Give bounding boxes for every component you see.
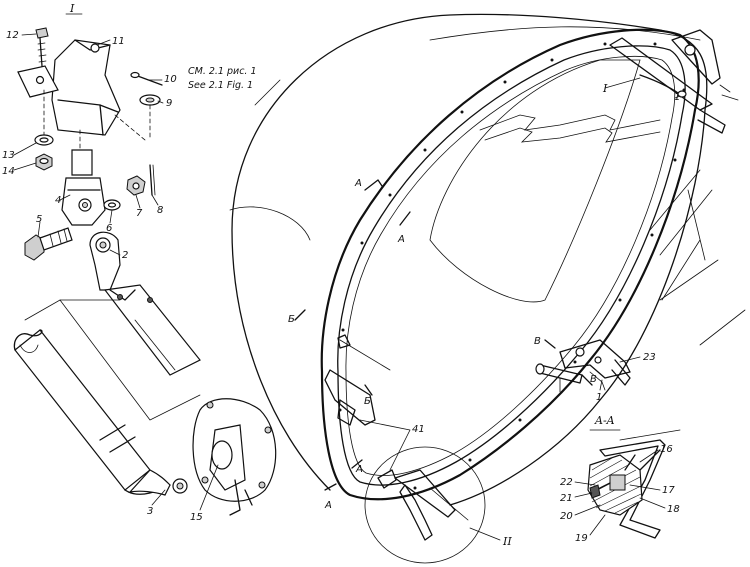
callout-41: 41 [412, 424, 425, 435]
section-mark-B-2: Б [364, 396, 371, 407]
canopy-shell [229, 13, 746, 506]
callout-8: 8 [157, 205, 163, 216]
callout-1-right: 1 [596, 392, 602, 403]
callout-21: 21 [560, 493, 573, 504]
detail-II-circle [364, 446, 486, 564]
section-A-A [587, 429, 681, 539]
callout-labels: I 12 11 10 9 13 14 4 5 6 7 8 2 3 15 СМ. … [2, 2, 680, 548]
section-mark-V-2: B [590, 374, 597, 385]
callout-4: 4 [55, 195, 61, 206]
section-mark-A-4: A [324, 500, 332, 511]
top-hinge-strut [609, 29, 739, 134]
callout-1-top: 1 [674, 92, 680, 103]
callout-16: 16 [660, 444, 673, 455]
reference-note-en: See 2.1 Fig. 1 [188, 80, 253, 91]
mounting-bracket-15 [192, 398, 277, 516]
callout-2: 2 [122, 250, 128, 261]
leader-lines [13, 33, 681, 541]
callout-22: 22 [560, 477, 573, 488]
section-hatching [589, 457, 642, 514]
section-mark-V-1: B [534, 336, 541, 347]
right-latch-assembly [535, 339, 631, 391]
callout-11: 11 [112, 36, 125, 47]
left-latch-assembly [324, 334, 469, 541]
detail-I-bracket [17, 27, 163, 261]
callout-3: 3 [147, 506, 153, 517]
callout-23: 23 [643, 352, 656, 363]
actuator-cylinder [13, 231, 201, 496]
section-cut-arrows [294, 179, 621, 491]
section-mark-A-2: A [397, 234, 405, 245]
callout-9: 9 [166, 98, 172, 109]
callout-10: 10 [164, 74, 177, 85]
section-A-A-title: A-A [594, 414, 615, 427]
callout-18: 18 [667, 504, 680, 515]
callout-6: 6 [106, 223, 112, 234]
callout-19: 19 [575, 533, 588, 544]
section-mark-B-1: Б [288, 314, 295, 325]
detail-II-title: II [502, 535, 512, 548]
section-mark-A-3: A [355, 464, 363, 475]
callout-roman-I: I [602, 82, 608, 95]
callout-14: 14 [2, 166, 15, 177]
reference-note-ru: СМ. 2.1 рис. 1 [188, 66, 257, 77]
callout-13: 13 [2, 150, 15, 161]
callout-7: 7 [136, 208, 143, 219]
callout-20: 20 [560, 511, 573, 522]
section-mark-A-1: A [354, 178, 362, 189]
callout-17: 17 [662, 485, 675, 496]
callout-12: 12 [6, 30, 19, 41]
callout-15: 15 [190, 512, 203, 523]
detail-I-title: I [69, 2, 75, 15]
callout-5: 5 [36, 214, 42, 225]
